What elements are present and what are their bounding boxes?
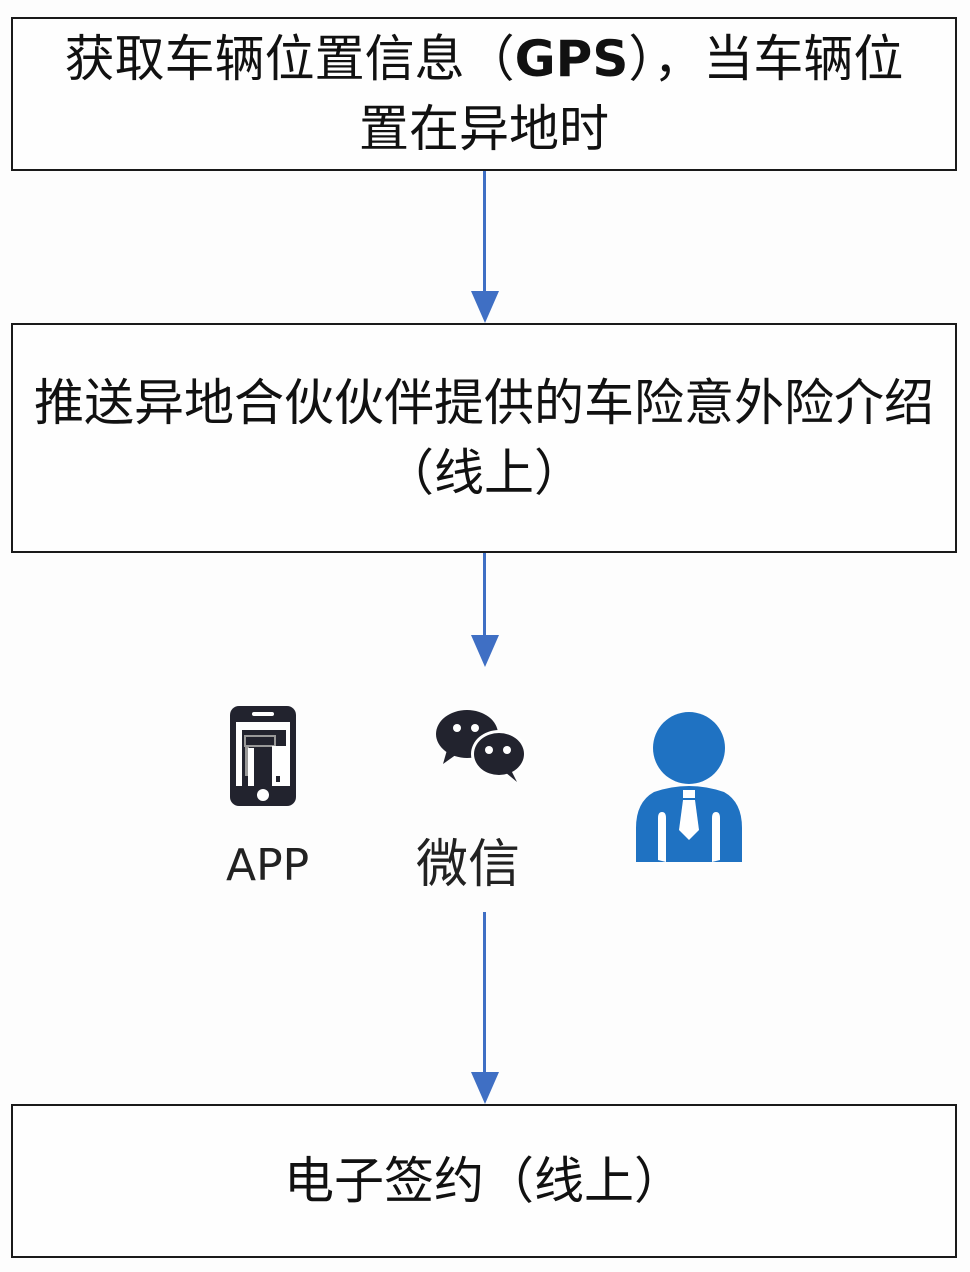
gps-text: GPS	[514, 30, 629, 88]
arrow-down-2	[471, 553, 499, 667]
arrowhead-icon	[471, 1072, 499, 1104]
agent-person-icon	[636, 712, 742, 862]
wechat-label: 微信	[416, 835, 521, 895]
step-1-text: 获取车辆位置信息（GPS），当车辆位置在异地时	[13, 24, 955, 164]
step-1-text-rest: ），当车辆位置在异地时	[359, 30, 904, 158]
wechat-icon	[436, 710, 527, 782]
arrowhead-icon	[471, 291, 499, 323]
arrow-down-1	[471, 171, 499, 323]
step-3-box: 电子签约（线上）	[11, 1104, 957, 1258]
step-3-text: 电子签约（线上）	[284, 1152, 684, 1210]
smartphone-icon	[230, 706, 296, 806]
arrow-down-3	[471, 912, 499, 1104]
step-1-box: 获取车辆位置信息（GPS），当车辆位置在异地时	[11, 17, 957, 171]
step-2-box: 推送异地合伙伙伴提供的车险意外险介绍（线上）	[11, 323, 957, 553]
step-2-text: 推送异地合伙伙伴提供的车险意外险介绍（线上）	[34, 374, 934, 502]
app-label: APP	[226, 840, 310, 891]
arrowhead-icon	[471, 635, 499, 667]
step-1-text-part: 获取车辆位置信息（	[64, 30, 515, 88]
